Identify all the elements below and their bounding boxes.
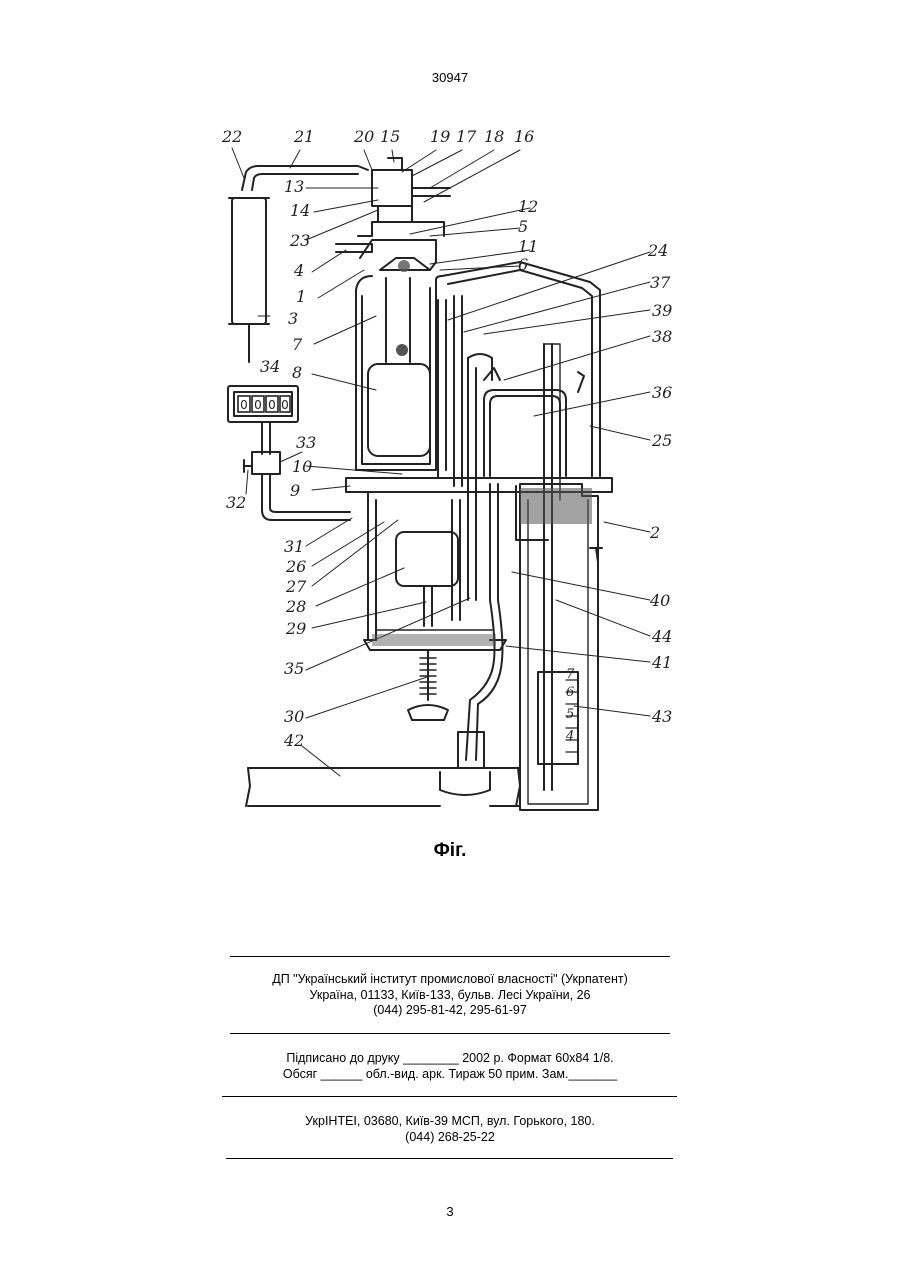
print-info-line: Підписано до друку ________ 2002 р. Форм…: [0, 1051, 900, 1067]
imprint-line: (044) 295-81-42, 295-61-97: [0, 1003, 900, 1019]
tube-21: [242, 166, 368, 190]
part-label-28: 28: [285, 597, 306, 616]
part-label-23: 23: [289, 231, 310, 250]
part-label-11: 11: [518, 237, 538, 256]
part-label-13: 13: [284, 177, 304, 196]
part-label-12: 12: [518, 197, 538, 216]
publisher-block: УкрІНТЕІ, 03680, Київ-39 МСП, вул. Горьк…: [0, 1114, 900, 1145]
part-label-20: 20: [353, 127, 374, 146]
floor-line: [248, 768, 520, 806]
divider: [226, 1158, 673, 1159]
print-info-line: Обсяг ______ обл.-вид. арк. Тираж 50 при…: [0, 1067, 900, 1083]
part-label-22: 22: [221, 127, 242, 146]
part-label-2: 2: [649, 523, 660, 542]
part-label-24: 24: [647, 241, 668, 260]
imprint-line: ДП "Український інститут промислової вла…: [0, 972, 900, 988]
scale-mark-7: 7: [566, 667, 575, 682]
part-label-35: 35: [284, 659, 304, 678]
tee-33: [252, 452, 280, 474]
part-label-31: 31: [284, 537, 304, 556]
part-label-3: 3: [288, 309, 298, 328]
pipe-18: [412, 188, 450, 196]
nozzle: [458, 732, 484, 768]
part-label-5: 5: [518, 217, 528, 236]
hood-25: [442, 262, 600, 476]
part-label-41: 41: [651, 653, 672, 672]
float-28: [396, 532, 458, 586]
part-label-19: 19: [430, 127, 450, 146]
vessel-7-inner: [362, 288, 430, 464]
pipe-31: [262, 474, 350, 520]
part-label-32: 32: [226, 493, 246, 512]
chamber-36: [484, 390, 566, 476]
stem-29: [424, 586, 432, 626]
part-label-21: 21: [293, 127, 314, 146]
imprint-line: Україна, 01133, Київ-133, бульв. Лесі Ук…: [0, 988, 900, 1004]
counter-stem: [262, 422, 270, 454]
part-label-10: 10: [292, 457, 312, 476]
part-label-30: 30: [284, 707, 304, 726]
part-label-25: 25: [651, 431, 672, 450]
publisher-line: (044) 268-25-22: [0, 1130, 900, 1146]
counter-digit: 0: [254, 398, 262, 412]
page-number: 3: [0, 1204, 900, 1219]
outlet-cup: [440, 772, 490, 795]
knob-30: [408, 705, 448, 720]
counter-digit: 0: [281, 398, 289, 412]
part-label-17: 17: [456, 127, 477, 146]
lower-body-wall: [368, 492, 376, 640]
print-info-block: Підписано до друку ________ 2002 р. Форм…: [0, 1051, 900, 1082]
publisher-line: УкрІНТЕІ, 03680, Київ-39 МСП, вул. Горьк…: [0, 1114, 900, 1130]
part-label-33: 33: [296, 433, 316, 452]
floor-break: [246, 768, 250, 806]
divider: [230, 1033, 670, 1034]
part-label-34: 34: [260, 357, 280, 376]
tube-37: [454, 296, 462, 486]
figure-caption: Фіг.: [0, 840, 900, 862]
part-label-40: 40: [649, 591, 670, 610]
cylinder-3: [232, 198, 266, 324]
scale-labels: 7 6 5 4: [565, 667, 575, 744]
ball-valve: [396, 344, 408, 356]
part-label-29: 29: [285, 619, 306, 638]
part-label-9: 9: [290, 481, 300, 500]
part-label-6: 6: [518, 255, 528, 274]
divider: [230, 956, 670, 957]
part-label-8: 8: [292, 363, 302, 382]
part-label-26: 26: [285, 557, 306, 576]
gauge-tube: [544, 344, 552, 790]
scale-mark-4: 4: [565, 729, 574, 744]
divider: [222, 1096, 677, 1097]
part-label-36: 36: [652, 383, 672, 402]
part-label-4: 4: [293, 261, 304, 280]
patent-figure-drawing: 2221201519171816131423125411162437373938…: [0, 0, 900, 830]
part-label-1: 1: [296, 287, 306, 306]
seal-hatch: [520, 488, 592, 524]
part-label-38: 38: [652, 327, 672, 346]
imprint-block: ДП "Український інститут промислової вла…: [0, 972, 900, 1019]
part-label-15: 15: [380, 127, 400, 146]
counter-digit: 0: [268, 398, 276, 412]
counter-digit: 0: [240, 398, 248, 412]
part-label-37: 37: [650, 273, 671, 292]
part-label-27: 27: [285, 577, 307, 596]
part-label-18: 18: [484, 127, 504, 146]
part-label-7: 7: [292, 335, 303, 354]
part-label-16: 16: [514, 127, 534, 146]
gauge-body-44: [520, 484, 598, 810]
part-label-39: 39: [652, 301, 672, 320]
part-label-14: 14: [290, 201, 310, 220]
float-8: [368, 364, 430, 456]
part-label-44: 44: [651, 627, 672, 646]
part-label-43: 43: [651, 707, 672, 726]
tube-24: [438, 300, 446, 478]
scale-mark-5: 5: [566, 707, 574, 722]
part-label-42: 42: [283, 731, 304, 750]
pipe-41: [466, 484, 495, 760]
scale-mark-6: 6: [566, 685, 574, 700]
